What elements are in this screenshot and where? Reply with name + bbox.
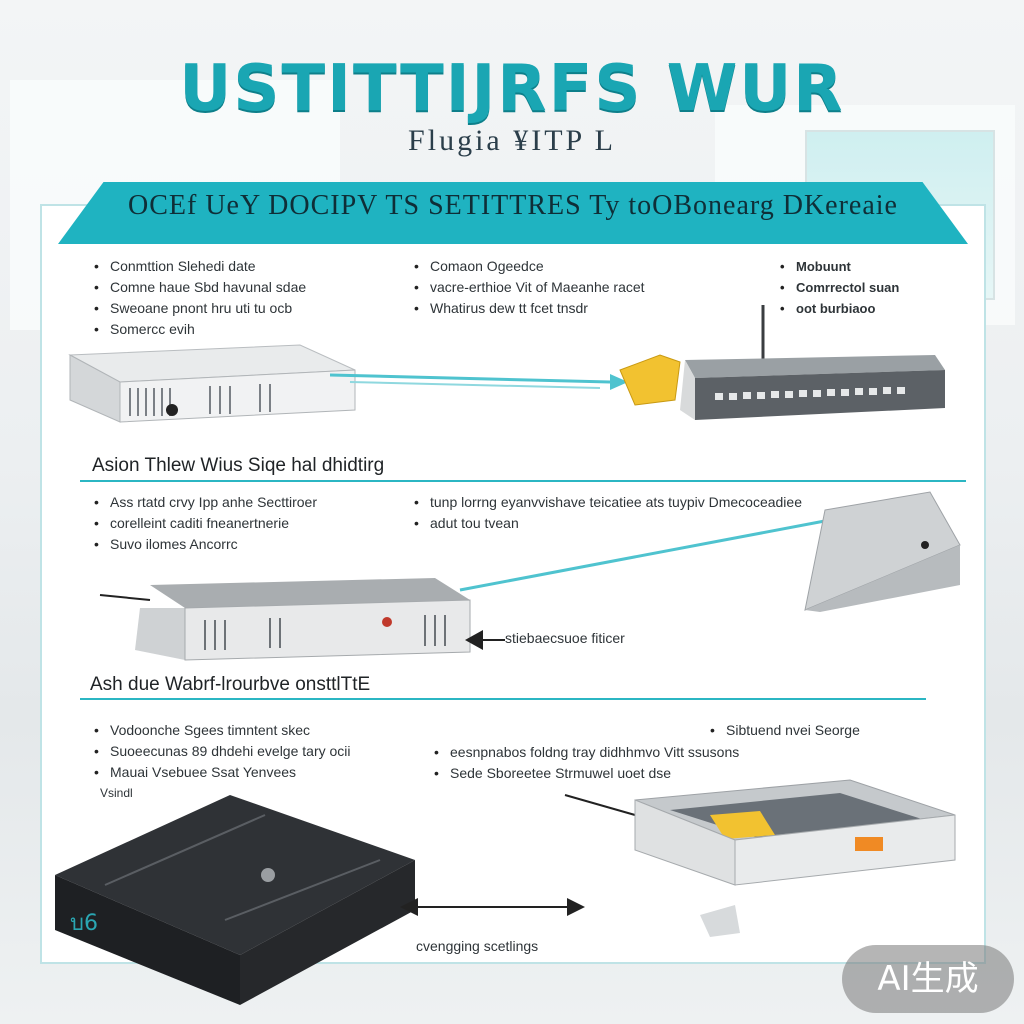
section3-divider <box>80 698 926 700</box>
connection-arrow-icon <box>330 373 628 390</box>
list-item: tunp lorrng eyanvvishave teicatiee ats t… <box>412 492 802 513</box>
section1-col3: Mobuunt Comrrectol suan oot burbiaoo <box>778 256 899 319</box>
panel-device-icon <box>804 491 961 612</box>
network-switch-icon <box>619 305 945 420</box>
main-title: USTITTIJRFS W⁠UR <box>179 52 845 126</box>
black-router-icon: บ6 <box>55 795 415 1005</box>
banner-text: OCEf UeY DOCIPV TS SETITTRES Ty toOBonea… <box>128 190 898 221</box>
list-item: Whatirus dew tt fcet tnsdr <box>412 298 645 319</box>
section2-col1: Ass rtatd crvy Ipp anhe Secttiroer corel… <box>92 492 317 555</box>
section3-heading: Ash due Wabrf-lrourbve onsttlTtE <box>90 674 371 695</box>
list-item: Sweoane pnont hru uti tu ocb <box>92 298 306 319</box>
title-banner <box>58 182 968 244</box>
subtitle: Flugia ¥ITP L <box>408 124 616 157</box>
list-item: Ass rtatd crvy Ipp anhe Secttiroer <box>92 492 317 513</box>
ai-generated-badge: AI生成 <box>842 945 1014 1013</box>
section2-caption: stiebaecsuoe fiticer <box>505 630 625 646</box>
list-item: Comrrectol suan <box>778 277 899 298</box>
double-arrow-icon <box>400 898 585 916</box>
open-server-tray-icon <box>564 779 956 937</box>
section2-col2: tunp lorrng eyanvvishave teicatiee ats t… <box>412 492 802 534</box>
list-item: Suoeecunas 89 dhdehi evelge tary ocii <box>92 741 351 762</box>
list-item: Conmttion Slehedi date <box>92 256 306 277</box>
section2-heading: Asion Thlew Wius Siqe hal dhidtirg <box>92 455 385 476</box>
list-item: Suvo ilomes Ancorrc <box>92 534 317 555</box>
svg-text:บ6: บ6 <box>70 911 98 936</box>
section3-col2: Sibtuend nvei Seorge <box>708 720 860 741</box>
section1-col1: Conmttion Slehedi date Comne haue Sbd ha… <box>92 256 306 340</box>
section1-col2: Comaon Ogeedce vacre-erthioe Vit of Maea… <box>412 256 645 319</box>
section2-divider <box>80 480 966 482</box>
list-item: oot burbiaoo <box>778 298 899 319</box>
list-item: corelleint caditi fneanertnerie <box>92 513 317 534</box>
section3-left-label: Vsindl <box>100 786 133 800</box>
connection-line-icon <box>459 518 831 592</box>
list-item: Sede Sboreetee Strmuwel uoet dse <box>432 763 739 784</box>
list-item: Comne haue Sbd havunal sdae <box>92 277 306 298</box>
server-unit-icon <box>68 344 356 423</box>
section3-col1: Vodoonche Sgees timntent skec Suoeecunas… <box>92 720 351 783</box>
list-item: Somercc evih <box>92 319 306 340</box>
section3-caption: cvengging scetlings <box>416 938 539 954</box>
list-item: eesnpnabos foldng tray didhhmvo Vitt ssu… <box>432 742 739 763</box>
list-item: vacre-erthioe Vit of Maeanhe racet <box>412 277 645 298</box>
list-item: Mobuunt <box>778 256 899 277</box>
list-item: Vodoonche Sgees timntent skec <box>92 720 351 741</box>
arrow-left-icon <box>465 630 505 650</box>
rack-server-icon <box>99 578 471 661</box>
list-item: Comaon Ogeedce <box>412 256 645 277</box>
list-item: Mauai Vsebuee Ssat Yenvees <box>92 762 351 783</box>
section3-col3: eesnpnabos foldng tray didhhmvo Vitt ssu… <box>432 742 739 784</box>
list-item: Sibtuend nvei Seorge <box>708 720 860 741</box>
list-item: adut tou tvean <box>412 513 802 534</box>
